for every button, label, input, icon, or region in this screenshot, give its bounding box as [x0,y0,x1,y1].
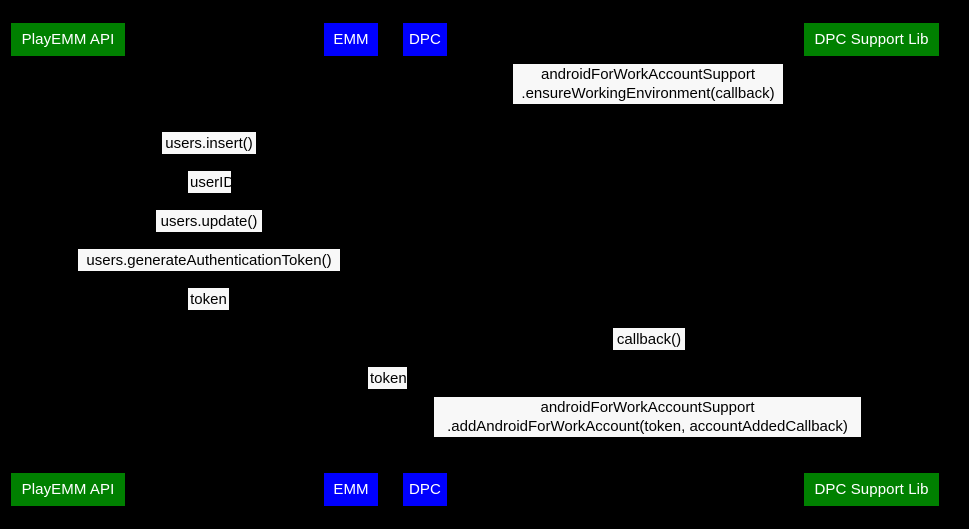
message-label-line: token [190,290,227,308]
message-label-token-lower: token [368,367,407,389]
participant-header-dpc[interactable]: DPC [403,23,447,56]
message-label-line: users.insert() [165,134,253,152]
message-label-token-upper: token [188,288,229,310]
message-label-ensure-working-environment: androidForWorkAccountSupport .ensureWorki… [513,64,783,104]
message-label-line: .ensureWorkingEnvironment(callback) [521,85,775,102]
participant-footer-playemm-api[interactable]: PlayEMM API [11,473,125,506]
participant-header-dpc-support-lib[interactable]: DPC Support Lib [804,23,939,56]
lifeline-playemm-api [68,56,69,473]
message-label-user-id: userID [188,171,235,193]
message-label-line: .addAndroidForWorkAccount(token, account… [447,418,848,435]
participant-footer-dpc-support-lib[interactable]: DPC Support Lib [804,473,939,506]
participant-header-emm[interactable]: EMM [324,23,378,56]
message-label-line: users.update() [160,212,258,230]
participant-header-playemm-api[interactable]: PlayEMM API [11,23,125,56]
message-label-line: callback() [616,330,682,348]
lifeline-dpc-support-lib [871,56,872,473]
message-label-line: userID [190,173,235,191]
message-label-line: users.generateAuthenticationToken() [86,251,332,269]
participant-footer-emm[interactable]: EMM [324,473,378,506]
message-label-line: androidForWorkAccountSupport [540,399,755,416]
message-label-users-update: users.update() [156,210,262,232]
participant-footer-dpc[interactable]: DPC [403,473,447,506]
lifeline-emm [351,56,352,473]
message-label-callback: callback() [613,328,685,350]
message-label-line: token [370,369,407,387]
message-label-users-generate-authentication-token: users.generateAuthenticationToken() [78,249,340,271]
lifeline-dpc [425,56,426,473]
message-label-users-insert: users.insert() [162,132,256,154]
message-label-line: androidForWorkAccountSupport [541,66,755,83]
message-label-add-android-for-work-account: androidForWorkAccountSupport .addAndroidF… [434,397,861,437]
